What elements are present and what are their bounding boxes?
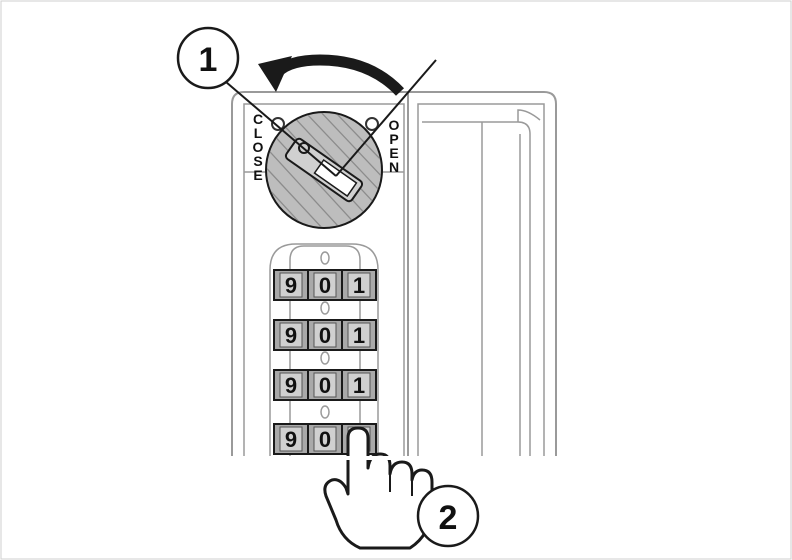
open-letter: E <box>389 145 398 161</box>
wheel-digit: 9 <box>285 373 297 398</box>
rotate-counterclockwise-arrow <box>258 54 405 96</box>
open-indicator-dot <box>365 117 379 131</box>
step-1-number: 1 <box>199 41 218 79</box>
step-1-leader-line <box>225 81 337 177</box>
close-letter: E <box>253 167 262 183</box>
open-label: O P E N <box>389 117 400 175</box>
close-letter: C <box>253 111 263 127</box>
combination-wheel[interactable]: 9 <box>273 269 309 301</box>
wheel-digit: 1 <box>353 373 365 398</box>
step-2-callout: 2 <box>416 484 480 548</box>
index-mark <box>320 301 330 315</box>
combination-wheel[interactable]: 1 <box>341 319 377 351</box>
open-letter: P <box>389 131 398 147</box>
index-mark <box>320 351 330 365</box>
combination-wheel[interactable]: 0 <box>307 269 343 301</box>
open-letter: O <box>389 117 400 133</box>
combination-wheel[interactable]: 0 <box>307 319 343 351</box>
step-2-number: 2 <box>439 499 458 537</box>
combination-wheel[interactable]: 1 <box>341 269 377 301</box>
close-indicator-dot <box>271 117 285 131</box>
dial-knob-slot <box>284 137 364 203</box>
wheel-digit: 0 <box>319 373 331 398</box>
wheel-digit: 1 <box>353 273 365 298</box>
open-letter: N <box>389 159 399 175</box>
close-letter: O <box>253 139 264 155</box>
wheel-digit: 0 <box>319 273 331 298</box>
index-mark <box>320 405 330 419</box>
wheel-digit: 0 <box>319 427 331 452</box>
wheel-digit: 0 <box>319 323 331 348</box>
combination-wheel[interactable]: 9 <box>273 369 309 401</box>
close-letter: S <box>253 153 262 169</box>
combination-wheel[interactable]: 0 <box>307 423 343 455</box>
combination-wheel[interactable]: 1 <box>341 369 377 401</box>
combination-wheel[interactable]: 9 <box>273 423 309 455</box>
wheel-digit: 9 <box>285 323 297 348</box>
step-1-leader-line <box>335 59 437 177</box>
combination-wheel[interactable]: 9 <box>273 319 309 351</box>
wheel-digit: 1 <box>353 323 365 348</box>
wheel-digit: 9 <box>285 427 297 452</box>
combination-area <box>269 243 379 458</box>
cut-edge <box>228 456 568 460</box>
close-letter: L <box>254 125 263 141</box>
dial-pointer-dot <box>298 142 310 154</box>
wheel-digit: 9 <box>285 273 297 298</box>
combination-wheel[interactable]: 0 <box>307 369 343 401</box>
step-1-callout: 1 <box>176 26 437 177</box>
index-mark <box>320 251 330 265</box>
door-panel <box>408 91 557 458</box>
close-label: C L O S E <box>253 111 264 183</box>
